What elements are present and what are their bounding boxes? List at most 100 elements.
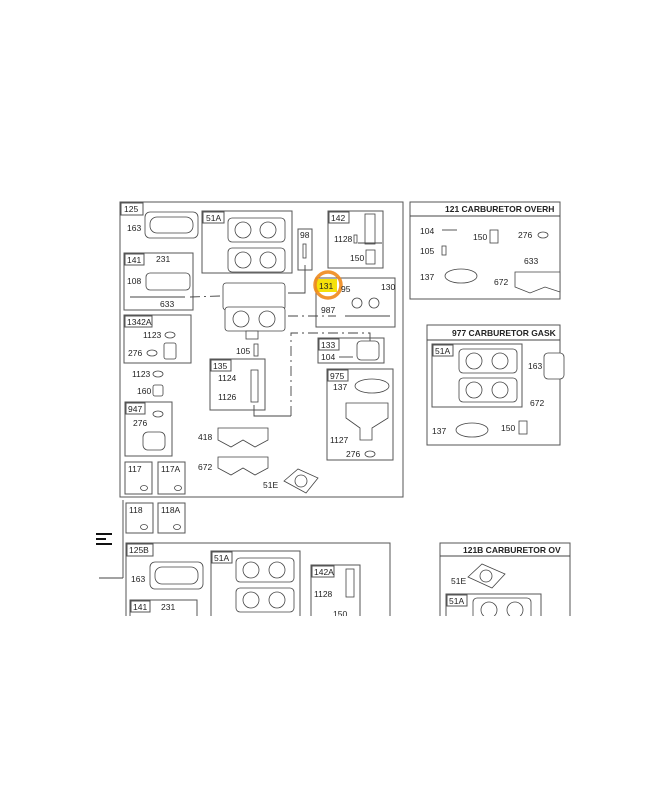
gasket-shape[interactable] xyxy=(543,352,565,380)
hamburger-menu-icon[interactable] xyxy=(96,530,112,546)
plate-108-shape[interactable] xyxy=(145,272,191,291)
part-label-141[interactable]: 141 xyxy=(133,602,147,612)
gasket-672-shape[interactable] xyxy=(217,456,269,476)
part-label-130[interactable]: 130 xyxy=(381,282,395,292)
seal-130-shape[interactable] xyxy=(368,297,380,309)
part-label-142A[interactable]: 142A xyxy=(314,567,334,577)
part-label-276[interactable]: 276 xyxy=(133,418,147,428)
part-label-117[interactable]: 117 xyxy=(128,464,142,474)
part-label-51A[interactable]: 51A xyxy=(206,213,221,223)
washer-shape[interactable] xyxy=(152,370,164,378)
washer-shape[interactable] xyxy=(164,331,176,339)
part-label-51E[interactable]: 51E xyxy=(263,480,278,490)
part-label-105[interactable]: 105 xyxy=(420,246,434,256)
gasket-shape[interactable] xyxy=(489,229,499,244)
washer-shape[interactable] xyxy=(140,524,148,530)
gasket-shape[interactable] xyxy=(514,271,561,294)
part-label-276[interactable]: 276 xyxy=(518,230,532,240)
part-label-142[interactable]: 142 xyxy=(331,213,345,223)
o-ring-shape[interactable] xyxy=(455,422,489,438)
screw-98-shape[interactable] xyxy=(302,243,307,259)
part-label-633[interactable]: 633 xyxy=(160,299,174,309)
screw-1128-shape[interactable] xyxy=(353,234,358,244)
part-label-137[interactable]: 137 xyxy=(333,382,347,392)
part-label-672[interactable]: 672 xyxy=(494,277,508,287)
part-label-1127[interactable]: 1127 xyxy=(330,435,349,445)
washer-shape[interactable] xyxy=(173,524,181,530)
part-label-1342A[interactable]: 1342A xyxy=(127,317,152,327)
part-label-117A[interactable]: 117A xyxy=(161,464,181,474)
part-label-51A[interactable]: 51A xyxy=(214,553,229,563)
part-label-672[interactable]: 672 xyxy=(530,398,544,408)
float-133-shape[interactable] xyxy=(356,340,380,361)
gasket-51A-shape[interactable] xyxy=(458,348,518,403)
washer-shape[interactable] xyxy=(364,450,376,458)
gasket-51A-shape[interactable] xyxy=(235,557,295,613)
part-label-1128[interactable]: 1128 xyxy=(314,589,333,599)
gasket-150-shape[interactable] xyxy=(365,249,376,265)
part-label-1123[interactable]: 1123 xyxy=(132,369,151,379)
part-label-163[interactable]: 163 xyxy=(528,361,542,371)
gasket-418-shape[interactable] xyxy=(217,427,269,448)
part-label-276[interactable]: 276 xyxy=(346,449,360,459)
part-label-95[interactable]: 95 xyxy=(341,284,351,294)
gasket-shape[interactable] xyxy=(518,420,528,435)
part-label-163[interactable]: 163 xyxy=(127,223,141,233)
part-label-1128[interactable]: 1128 xyxy=(334,234,353,244)
seal-130-shape[interactable] xyxy=(351,297,363,309)
part-label-135[interactable]: 135 xyxy=(213,361,227,371)
part-label-137[interactable]: 137 xyxy=(420,272,434,282)
part-label-105[interactable]: 105 xyxy=(236,346,250,356)
part-label-131[interactable]: 131 xyxy=(319,281,333,291)
kit-title[interactable]: 121 CARBURETOR OVERH xyxy=(445,204,554,214)
kit-title[interactable]: 121B CARBURETOR OV xyxy=(463,545,561,555)
part-label-51E[interactable]: 51E xyxy=(451,576,466,586)
part-label-418[interactable]: 418 xyxy=(198,432,212,442)
screw-shape[interactable] xyxy=(441,245,447,256)
gasket-51A-shape[interactable] xyxy=(227,217,286,273)
jet-160-shape[interactable] xyxy=(152,384,164,397)
part-label-231[interactable]: 231 xyxy=(156,254,170,264)
part-label-1123[interactable]: 1123 xyxy=(143,330,162,340)
part-label-160[interactable]: 160 xyxy=(137,386,151,396)
washer-shape[interactable] xyxy=(146,349,158,357)
part-label-150[interactable]: 150 xyxy=(473,232,487,242)
part-label-1126[interactable]: 1126 xyxy=(218,392,237,402)
part-label-104[interactable]: 104 xyxy=(321,352,335,362)
part-label-150[interactable]: 150 xyxy=(333,609,347,616)
bracket-shape[interactable] xyxy=(345,568,355,598)
washer-shape[interactable] xyxy=(152,410,164,418)
part-label-163[interactable]: 163 xyxy=(131,574,145,584)
part-label-133[interactable]: 133 xyxy=(321,340,335,350)
part-label-141[interactable]: 141 xyxy=(127,255,141,265)
bowl-975-shape[interactable] xyxy=(345,402,389,441)
screw-105-shape[interactable] xyxy=(253,343,259,357)
part-label-975[interactable]: 975 xyxy=(330,371,344,381)
washer-shape[interactable] xyxy=(140,485,148,491)
washer-shape[interactable] xyxy=(537,231,549,239)
part-label-104[interactable]: 104 xyxy=(420,226,434,236)
part-label-51A[interactable]: 51A xyxy=(449,596,464,606)
fitting-shape[interactable] xyxy=(163,342,177,360)
carburetor-body[interactable] xyxy=(222,282,286,340)
o-ring-137-shape[interactable] xyxy=(354,378,390,394)
washer-shape[interactable] xyxy=(174,485,182,491)
part-label-633[interactable]: 633 xyxy=(524,256,538,266)
part-label-118[interactable]: 118 xyxy=(129,505,143,515)
part-label-137[interactable]: 137 xyxy=(432,426,446,436)
solenoid-947-shape[interactable] xyxy=(142,431,166,451)
part-label-987[interactable]: 987 xyxy=(321,305,335,315)
part-label-947[interactable]: 947 xyxy=(128,404,142,414)
fuel-bowl-135-shape[interactable] xyxy=(250,369,259,403)
part-label-150[interactable]: 150 xyxy=(350,253,364,263)
part-label-150[interactable]: 150 xyxy=(501,423,515,433)
part-label-1124[interactable]: 1124 xyxy=(218,373,237,383)
o-ring-shape[interactable] xyxy=(444,268,478,284)
bracket-142-shape[interactable] xyxy=(364,213,376,245)
part-label-108[interactable]: 108 xyxy=(127,276,141,286)
part-label-98[interactable]: 98 xyxy=(300,230,310,240)
part-label-672[interactable]: 672 xyxy=(198,462,212,472)
part-label-231[interactable]: 231 xyxy=(161,602,175,612)
part-label-118A[interactable]: 118A xyxy=(161,505,181,515)
kit-title[interactable]: 977 CARBURETOR GASK xyxy=(452,328,557,338)
